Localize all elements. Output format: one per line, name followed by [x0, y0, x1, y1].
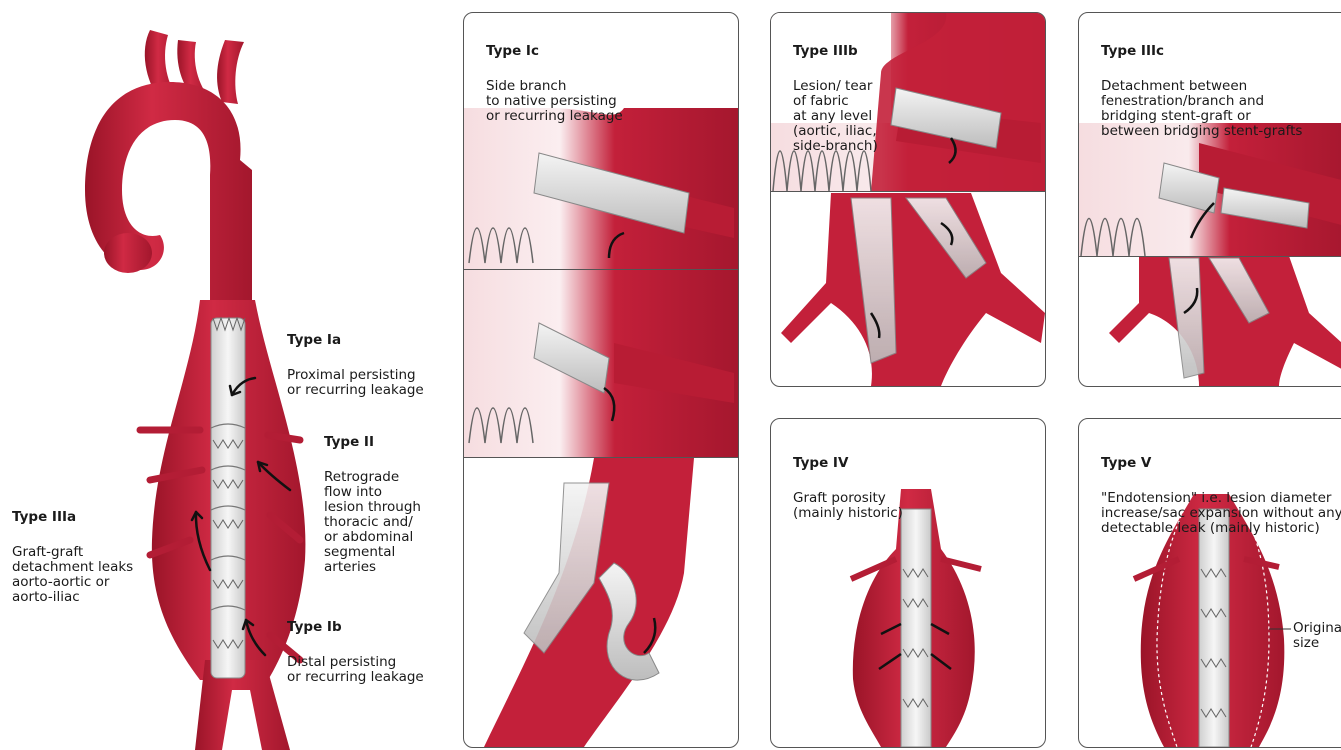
stent-graft: [211, 318, 245, 678]
panel-type-iv: Type IV Graft porosity (mainly historic): [770, 418, 1046, 748]
type-ii-desc: Retrograde flow into lesion through thor…: [324, 470, 421, 575]
type-ic-desc: Side branch to native persisting or recu…: [486, 79, 623, 124]
panel-type-ic: Type Ic Side branch to native persisting…: [463, 12, 739, 748]
type-iv-title: Type IV: [793, 456, 903, 471]
label-type-iiib: Type IIIb Lesion/ tear of fabric at any …: [793, 29, 878, 169]
type-iiic-title: Type IIIc: [1101, 44, 1302, 59]
panel-type-iiic: Type IIIc Detachment between fenestratio…: [1078, 12, 1341, 387]
label-type-ib: Type Ib Distal persisting or recurring l…: [287, 605, 424, 700]
label-type-iiia: Type IIIa Graft-graft detachment leaks a…: [12, 495, 133, 620]
original-size-label: Original size: [1293, 621, 1341, 651]
label-type-ic: Type Ic Side branch to native persisting…: [486, 29, 623, 139]
type-v-desc: "Endotension" i.e. lesion diameter incre…: [1101, 491, 1341, 536]
aortic-arch: [85, 30, 252, 310]
panel-type-iiib: Type IIIb Lesion/ tear of fabric at any …: [770, 12, 1046, 387]
type-iiib-desc: Lesion/ tear of fabric at any level (aor…: [793, 79, 878, 154]
type-iiib-title: Type IIIb: [793, 44, 878, 59]
type-ic-title: Type Ic: [486, 44, 623, 59]
label-type-ii: Type II Retrograde flow into lesion thro…: [324, 420, 421, 590]
type-v-title: Type V: [1101, 456, 1341, 471]
type-iiia-title: Type IIIa: [12, 510, 133, 525]
type-iiic-desc: Detachment between fenestration/branch a…: [1101, 79, 1302, 139]
label-type-v: Type V "Endotension" i.e. lesion diamete…: [1101, 441, 1341, 551]
type-ib-title: Type Ib: [287, 620, 424, 635]
label-type-iv: Type IV Graft porosity (mainly historic): [793, 441, 903, 536]
panel-type-v: Type V "Endotension" i.e. lesion diamete…: [1078, 418, 1341, 748]
type-ii-title: Type II: [324, 435, 421, 450]
type-iiia-desc: Graft-graft detachment leaks aorto-aorti…: [12, 545, 133, 605]
type-ib-desc: Distal persisting or recurring leakage: [287, 655, 424, 685]
type-ia-title: Type Ia: [287, 333, 424, 348]
label-type-iiic: Type IIIc Detachment between fenestratio…: [1101, 29, 1302, 154]
label-type-ia: Type Ia Proximal persisting or recurring…: [287, 318, 424, 413]
type-ia-desc: Proximal persisting or recurring leakage: [287, 368, 424, 398]
type-iv-desc: Graft porosity (mainly historic): [793, 491, 903, 521]
